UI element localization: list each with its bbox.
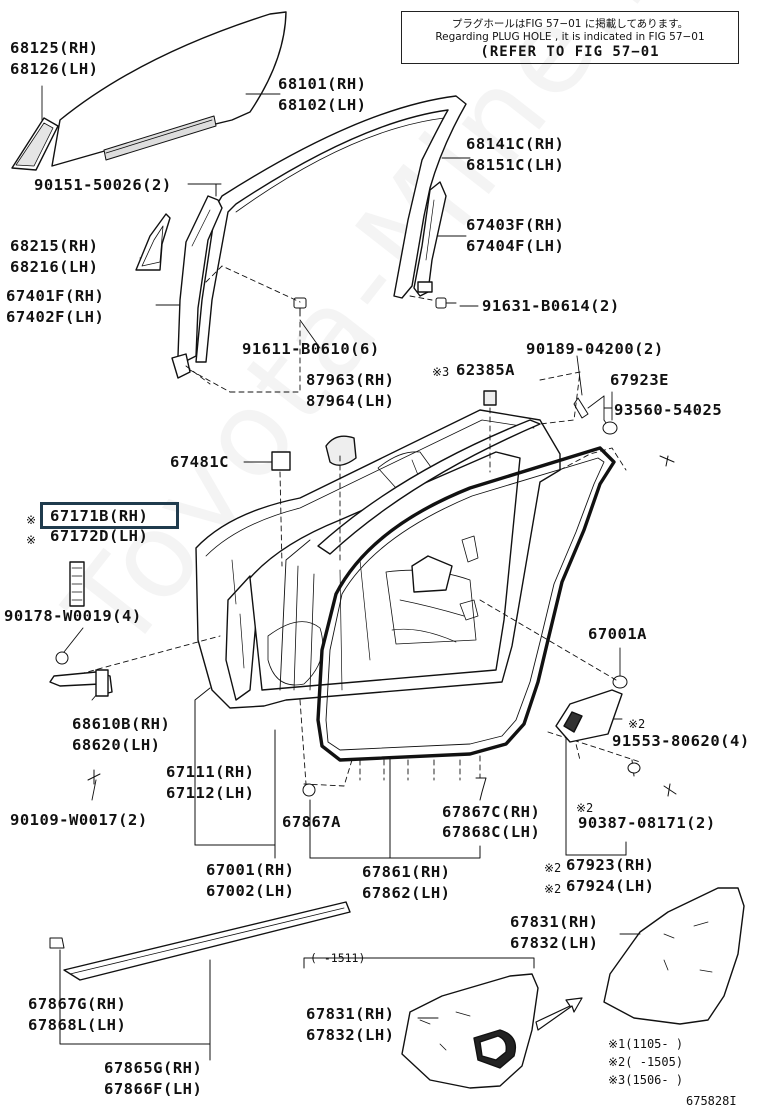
part-label[interactable]: 68125(RH) (10, 39, 99, 57)
part-label[interactable]: 90189-04200(2) (526, 340, 664, 358)
run-channel-shape (195, 95, 467, 363)
highlight-box (40, 502, 179, 529)
part-label[interactable]: 67002(LH) (206, 882, 295, 900)
note-japanese: プラグホールはFIG 57−01 に掲載してあります。 (451, 18, 689, 30)
part-label[interactable]: 91631-B0614(2) (482, 297, 620, 315)
trim-panel-small-shape (401, 973, 539, 1089)
part-label[interactable]: 67861(RH) (362, 863, 451, 881)
part-label[interactable]: 68126(LH) (10, 60, 99, 78)
part-label[interactable]: 67923E (610, 371, 669, 389)
part-label[interactable]: 68101(RH) (278, 75, 367, 93)
arrow-shape (535, 997, 583, 1031)
part-label[interactable]: 67001A (588, 625, 647, 643)
applicability-mark: ※ (26, 533, 37, 547)
corner-piece-shape (135, 213, 171, 271)
cover-plate-shape (555, 689, 623, 743)
part-label[interactable]: 67112(LH) (166, 784, 255, 802)
part-label[interactable]: 67001(RH) (206, 861, 295, 879)
legend-item: ※1(1105- ) (608, 1037, 684, 1051)
hinge-shape (49, 561, 113, 697)
part-label[interactable]: 67172D(LH) (50, 527, 149, 545)
part-label[interactable]: 90178-W0019(4) (4, 607, 142, 625)
part-label[interactable]: 67831(RH) (306, 1005, 395, 1023)
part-label[interactable]: 67862(LH) (362, 884, 451, 902)
clip-shapes (271, 390, 497, 471)
part-label[interactable]: 68216(LH) (10, 258, 99, 276)
rocker-moulding-shape (63, 901, 351, 981)
part-label[interactable]: 91553-80620(4) (612, 732, 750, 750)
part-label[interactable]: 67401F(RH) (6, 287, 105, 305)
part-label[interactable]: 90109-W0017(2) (10, 811, 148, 829)
part-label[interactable]: 90387-08171(2) (578, 814, 716, 832)
part-label[interactable]: 67866F(LH) (104, 1080, 203, 1098)
part-label[interactable]: 67831(RH) (510, 913, 599, 931)
part-label[interactable]: 68610B(RH) (72, 715, 171, 733)
quarter-glass-shape (11, 117, 59, 171)
applicability-mark: ※3 (432, 365, 450, 379)
range-bracket (303, 957, 535, 969)
bolt-shapes (49, 183, 677, 949)
part-label[interactable]: 87964(LH) (306, 392, 395, 410)
part-label[interactable]: 67111(RH) (166, 763, 255, 781)
note-english: Regarding PLUG HOLE , it is indicated in… (435, 31, 705, 43)
part-label[interactable]: 67403F(RH) (466, 216, 565, 234)
door-glass-shape (51, 11, 287, 167)
part-label[interactable]: 67832(LH) (306, 1026, 395, 1044)
part-label[interactable]: 67867C(RH) (442, 803, 541, 821)
reference-note: プラグホールはFIG 57−01 に掲載してあります。 Regarding PL… (401, 11, 739, 64)
part-label[interactable]: 68141C(RH) (466, 135, 565, 153)
legend-item: ※2( -1505) (608, 1055, 684, 1069)
applicability-mark: ※ (26, 513, 37, 527)
front-channel-shape (171, 195, 223, 379)
part-label[interactable]: 67865G(RH) (104, 1059, 203, 1077)
door-panel-shape (195, 409, 561, 709)
range-label: ( -1511) (310, 951, 366, 965)
part-label[interactable]: 90151-50026(2) (34, 176, 172, 194)
part-label[interactable]: 87963(RH) (306, 371, 395, 389)
part-label[interactable]: 62385A (456, 361, 515, 379)
part-label[interactable]: 67402F(LH) (6, 308, 105, 326)
group-lines (59, 687, 641, 1061)
part-label[interactable]: 67924(LH) (566, 877, 655, 895)
part-label[interactable]: 67868L(LH) (28, 1016, 127, 1034)
rear-channel-shape (413, 181, 447, 297)
applicability-mark: ※2 (544, 861, 562, 875)
part-label[interactable]: 68102(LH) (278, 96, 367, 114)
legend-item: ※3(1506- ) (608, 1073, 684, 1087)
part-label[interactable]: 67868C(LH) (442, 823, 541, 841)
part-label[interactable]: 67867G(RH) (28, 995, 127, 1013)
part-label[interactable]: 67867A (282, 813, 341, 831)
part-label[interactable]: 67404F(LH) (466, 237, 565, 255)
note-reference: (REFER TO FIG 57−01 (480, 44, 660, 60)
part-label[interactable]: 68151C(LH) (466, 156, 565, 174)
applicability-mark: ※2 (628, 717, 646, 731)
part-label[interactable]: 67923(RH) (566, 856, 655, 874)
applicability-mark: ※2 (544, 882, 562, 896)
part-label[interactable]: 91611-B0610(6) (242, 340, 380, 358)
applicability-mark: ※2 (576, 801, 594, 815)
part-label[interactable]: 67481C (170, 453, 229, 471)
part-label[interactable]: 67832(LH) (510, 934, 599, 952)
part-label[interactable]: 68620(LH) (72, 736, 161, 754)
weatherstrip-shape (316, 446, 616, 762)
figure-id: 675828I (686, 1094, 737, 1108)
dashed-lines (79, 265, 641, 787)
part-label[interactable]: 68215(RH) (10, 237, 99, 255)
part-label[interactable]: 93560-54025 (614, 401, 723, 419)
trim-panel-large-shape (603, 887, 745, 1025)
part-label-highlighted[interactable]: 67171B(RH) (50, 507, 149, 525)
